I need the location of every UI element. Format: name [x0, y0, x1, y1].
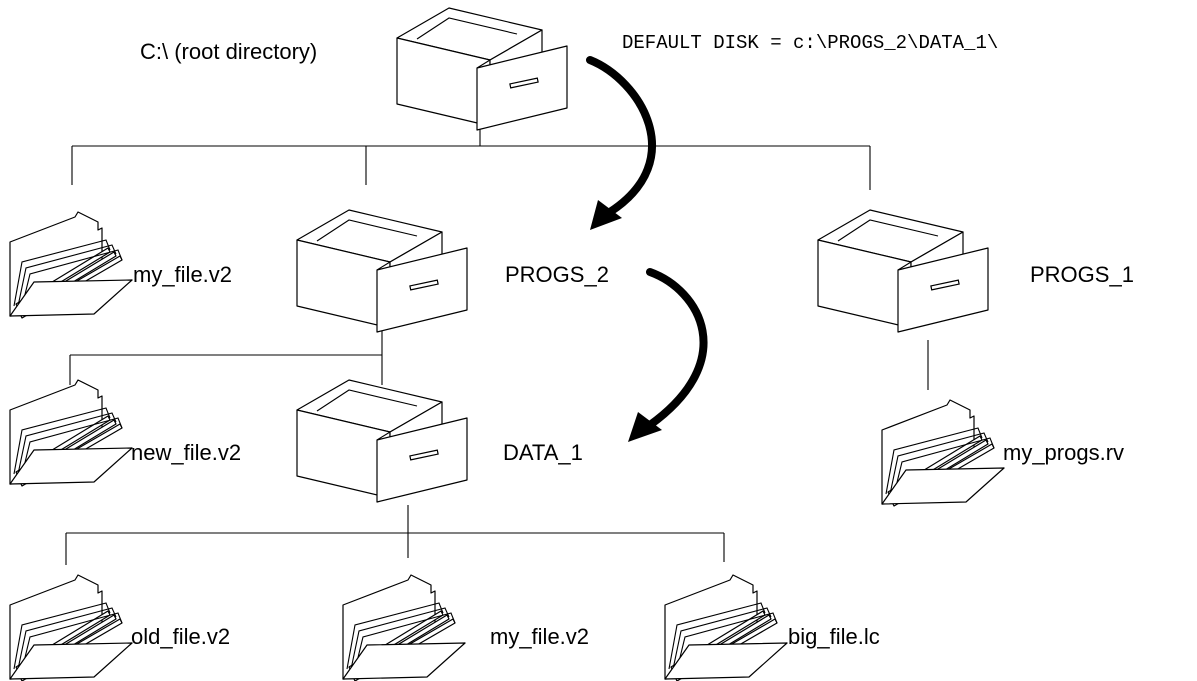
data-1-label: DATA_1: [503, 440, 583, 465]
progs-2-directory-icon: [296, 209, 468, 333]
root-my-file-icon: [9, 211, 133, 319]
big-file-icon: [664, 574, 788, 681]
default-disk-label: DEFAULT DISK = c:\PROGS_2\DATA_1\: [622, 32, 998, 54]
data-1-directory-icon: [296, 379, 468, 503]
tree-connectors: [65, 122, 929, 565]
big-file-label: big_file.lc: [788, 624, 880, 649]
my-progs-file-icon: [881, 399, 1005, 507]
my-progs-label: my_progs.rv: [1003, 440, 1124, 465]
new-file-icon: [9, 379, 133, 487]
progs-1-directory-icon: [817, 209, 989, 333]
data-my-file-label: my_file.v2: [490, 624, 589, 649]
curved-arrow-icon: [628, 268, 708, 442]
old-file-label: old_file.v2: [131, 624, 230, 649]
progs-1-label: PROGS_1: [1030, 262, 1134, 287]
root-directory-icon: [396, 7, 568, 131]
root-my-file-label: my_file.v2: [133, 262, 232, 287]
root-directory-label: C:\ (root directory): [140, 39, 317, 64]
data-my-file-icon: [342, 574, 466, 681]
progs-2-label: PROGS_2: [505, 262, 609, 287]
new-file-label: new_file.v2: [131, 440, 241, 465]
old-file-icon: [9, 574, 133, 681]
curved-arrow-icon: [586, 56, 657, 230]
